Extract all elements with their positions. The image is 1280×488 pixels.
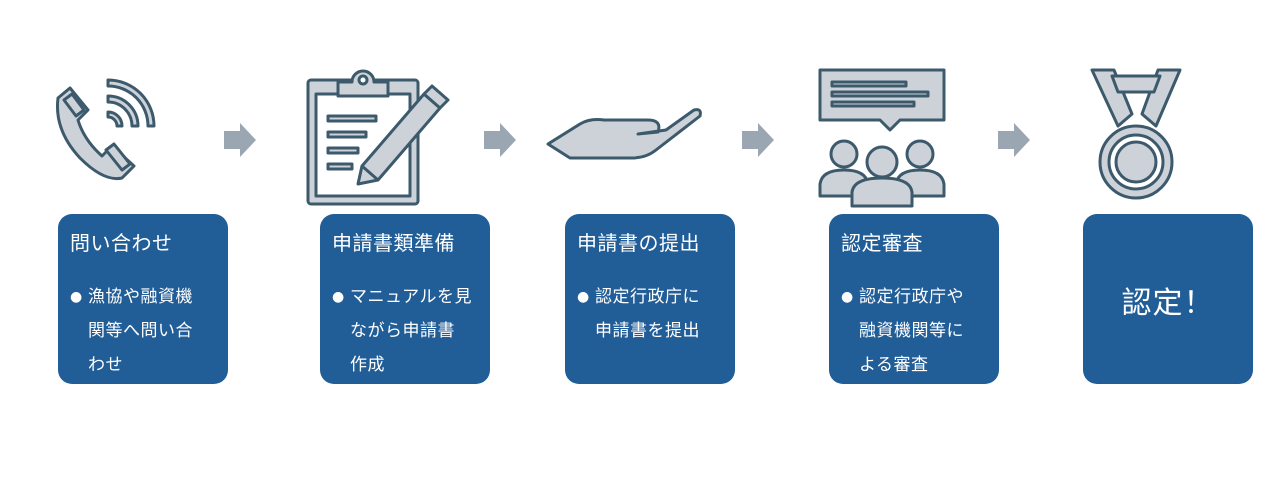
arrow-right-icon	[998, 123, 1030, 157]
clipboard-pen-icon	[306, 69, 450, 206]
step-card-review: 認定審査 ● 認定行政庁や 融資機関等に よる審査	[829, 214, 999, 384]
arrow-right-icon	[484, 123, 516, 157]
step-description: 認定行政庁や 融資機関等に よる審査	[859, 287, 964, 375]
telephone-icon	[55, 78, 156, 181]
step-bullet: ● マニュアルを見 ながら申請書 作成	[332, 280, 482, 382]
step-title: 認定審査	[841, 231, 923, 255]
arrow-right-icon	[224, 123, 256, 157]
step-title: 申請書の提出	[577, 231, 700, 255]
bullet-dot: ●	[70, 289, 83, 305]
bullet-dot: ●	[332, 289, 345, 305]
step-title: 認定！	[1121, 286, 1215, 321]
step-card-inquiry: 問い合わせ ● 漁協や融資機 関等へ問い合 わせ	[58, 214, 228, 384]
arrow-right-icon	[742, 123, 774, 157]
step-title: 申請書類準備	[332, 231, 455, 255]
step-card-preparation: 申請書類準備 ● マニュアルを見 ながら申請書 作成	[320, 214, 490, 384]
open-hand-icon	[546, 108, 702, 160]
meeting-discussion-icon	[818, 68, 946, 208]
step-bullet: ● 漁協や融資機 関等へ問い合 わせ	[70, 280, 220, 382]
step-description: 漁協や融資機 関等へ問い合 わせ	[88, 287, 193, 375]
step-card-certified: 認定！	[1083, 214, 1253, 384]
step-card-submission: 申請書の提出 ● 認定行政庁に 申請書を提出	[565, 214, 735, 384]
step-bullet: ● 認定行政庁に 申請書を提出	[577, 280, 727, 348]
bullet-dot: ●	[841, 289, 854, 305]
step-description: 認定行政庁に 申請書を提出	[595, 287, 700, 341]
bullet-dot: ●	[577, 289, 590, 305]
step-title: 問い合わせ	[70, 231, 173, 255]
step-description: マニュアルを見 ながら申請書 作成	[350, 287, 472, 375]
medal-icon	[1090, 68, 1182, 200]
step-bullet: ● 認定行政庁や 融資機関等に よる審査	[841, 280, 991, 382]
